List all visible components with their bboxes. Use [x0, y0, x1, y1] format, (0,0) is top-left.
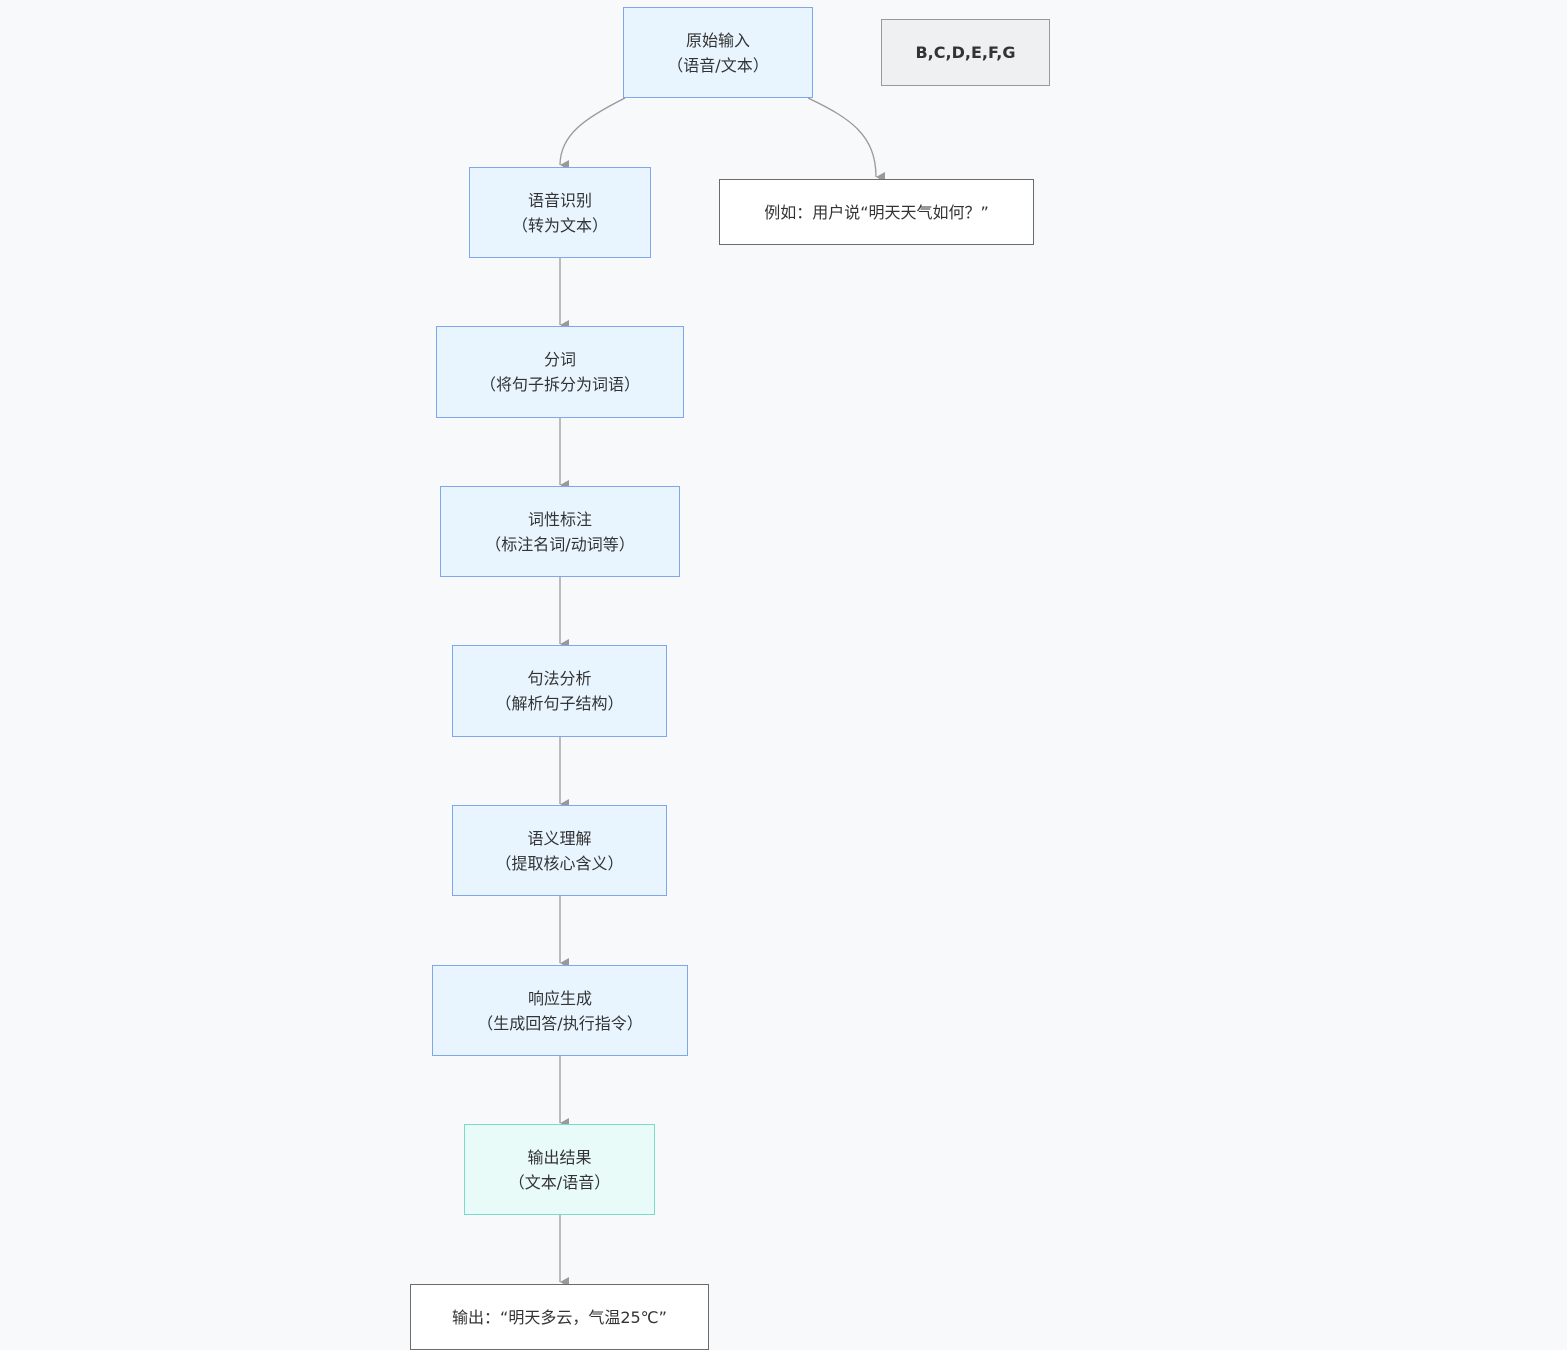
node-semantic-understanding-subtitle: （提取核心含义） [495, 853, 624, 873]
node-tokenization-title: 分词 [543, 350, 576, 369]
node-example-input-text: 例如：用户说“明天天气如何？” [764, 202, 989, 222]
node-raw-input: 原始输入 （语音/文本） [623, 7, 813, 98]
node-semantic-understanding-title: 语义理解 [527, 828, 592, 848]
node-response-generation-title: 响应生成 [527, 988, 592, 1008]
node-example-input: 例如：用户说“明天天气如何？” [719, 179, 1034, 245]
node-output-result-title: 输出结果 [527, 1147, 592, 1167]
node-raw-input-subtitle: （语音/文本） [667, 55, 769, 75]
node-raw-input-title: 原始输入 [685, 30, 750, 50]
node-speech-recognition-title: 语音识别 [527, 190, 592, 210]
node-speech-recognition-subtitle: （转为文本） [511, 215, 608, 235]
node-pos-tagging-subtitle: （标注名词/动词等） [485, 534, 635, 554]
node-example-output-text: 输出：“明天多云，气温25℃” [452, 1307, 667, 1327]
edge-input-to-asr [559, 97, 626, 171]
node-output-result-subtitle: （文本/语音） [508, 1172, 611, 1192]
node-example-output: 输出：“明天多云，气温25℃” [410, 1284, 709, 1350]
edge-input-to-example [807, 97, 886, 182]
node-semantic-understanding: 语义理解 （提取核心含义） [452, 805, 667, 896]
node-output-result: 输出结果 （文本/语音） [464, 1124, 655, 1215]
node-response-generation: 响应生成 （生成回答/执行指令） [432, 965, 688, 1056]
node-pos-tagging-title: 词性标注 [527, 509, 592, 529]
node-syntax-parsing: 句法分析 （解析句子结构） [452, 645, 667, 737]
node-tokenization-subtitle: （将句子拆分为词语） [479, 375, 640, 394]
node-speech-recognition: 语音识别 （转为文本） [469, 167, 651, 258]
node-syntax-parsing-subtitle: （解析句子结构） [495, 694, 624, 713]
node-group-label: B,C,D,E,F,G [881, 19, 1050, 86]
node-response-generation-subtitle: （生成回答/执行指令） [477, 1013, 643, 1033]
node-syntax-parsing-title: 句法分析 [527, 669, 592, 688]
node-pos-tagging: 词性标注 （标注名词/动词等） [440, 486, 680, 577]
node-tokenization: 分词 （将句子拆分为词语） [436, 326, 684, 418]
node-group-label-text: B,C,D,E,F,G [915, 43, 1016, 62]
